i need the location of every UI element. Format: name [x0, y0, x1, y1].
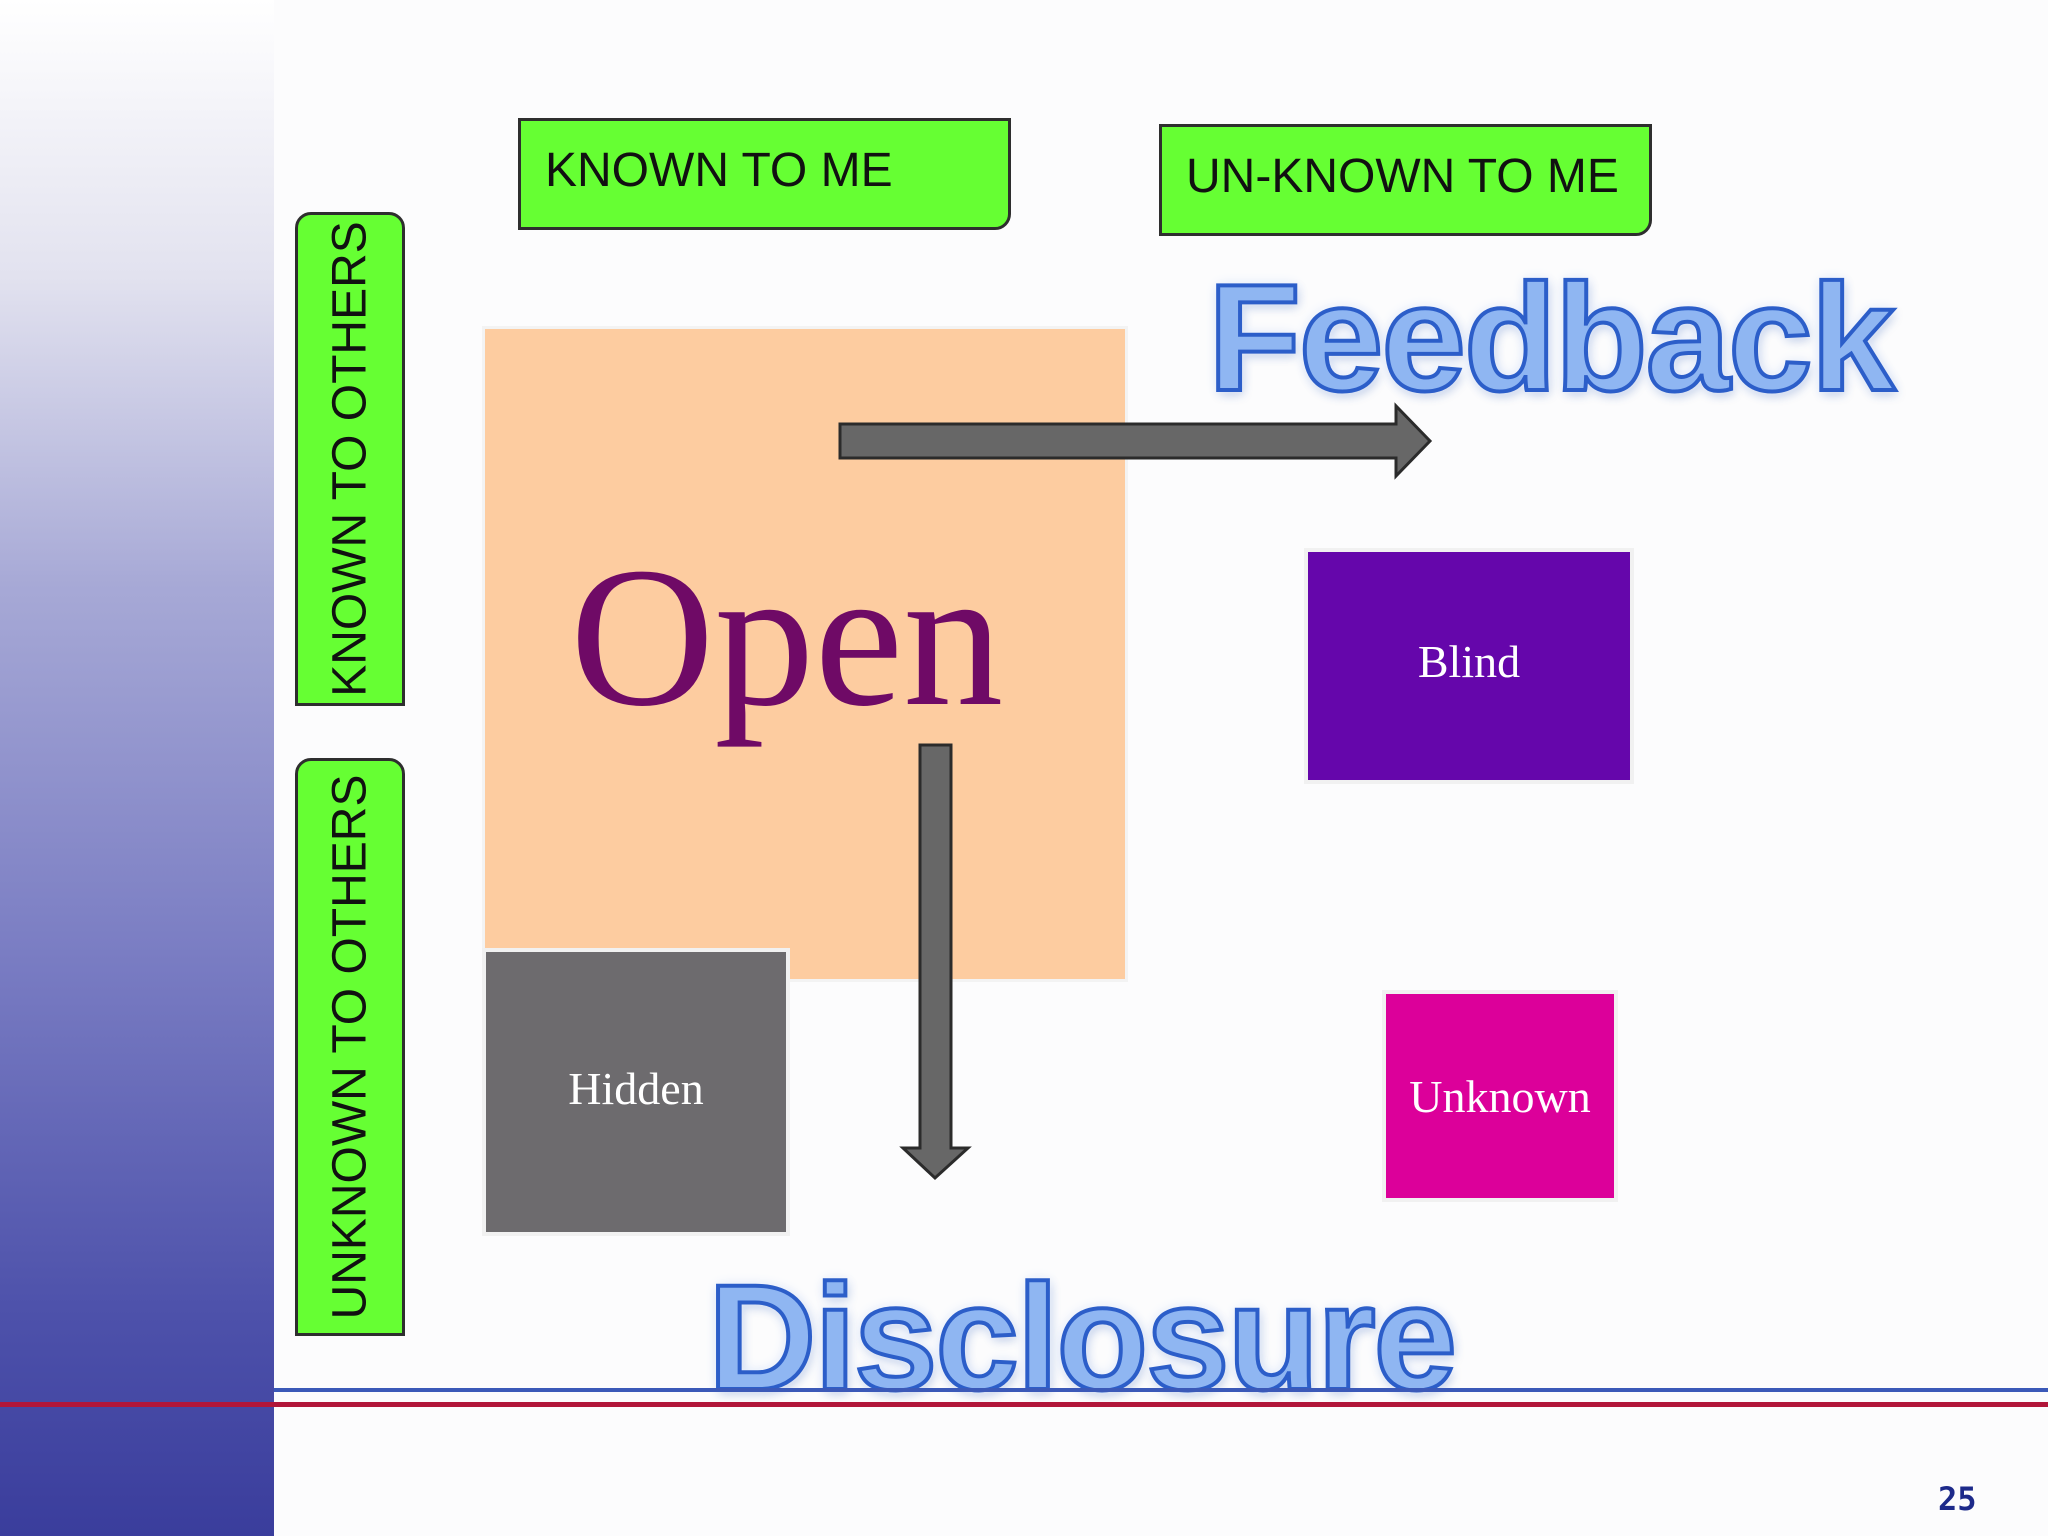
blind-quadrant-label: Blind — [1417, 635, 1521, 687]
unknown-quadrant-label: Unknown — [1409, 1070, 1591, 1122]
footer-rule-blue — [274, 1388, 2048, 1392]
open-quadrant-label: Open — [570, 527, 1004, 748]
feedback-arrow — [838, 402, 1433, 480]
sidebar-gradient — [0, 0, 274, 1536]
disclosure-arrow — [899, 743, 972, 1181]
footer-rule-red — [0, 1402, 2048, 1407]
hidden-quadrant: Hidden — [482, 948, 790, 1236]
header-unknown-to-me: UN-KNOWN TO ME — [1159, 124, 1652, 236]
header-unknown-to-me-text: UN-KNOWN TO ME — [1186, 150, 1619, 203]
unknown-quadrant: Unknown — [1382, 990, 1618, 1202]
hidden-quadrant-label: Hidden — [568, 1062, 704, 1114]
page-number: 25 — [1938, 1480, 1977, 1518]
header-unknown-to-others: UNKNOWN TO OTHERS — [295, 758, 405, 1336]
header-known-to-me-text: KNOWN TO ME — [545, 144, 893, 197]
feedback-title: Feedback — [1206, 253, 1897, 423]
blind-quadrant: Blind — [1304, 548, 1634, 784]
header-known-to-me: KNOWN TO ME — [518, 118, 1011, 230]
header-known-to-others: KNOWN TO OTHERS — [295, 212, 405, 706]
